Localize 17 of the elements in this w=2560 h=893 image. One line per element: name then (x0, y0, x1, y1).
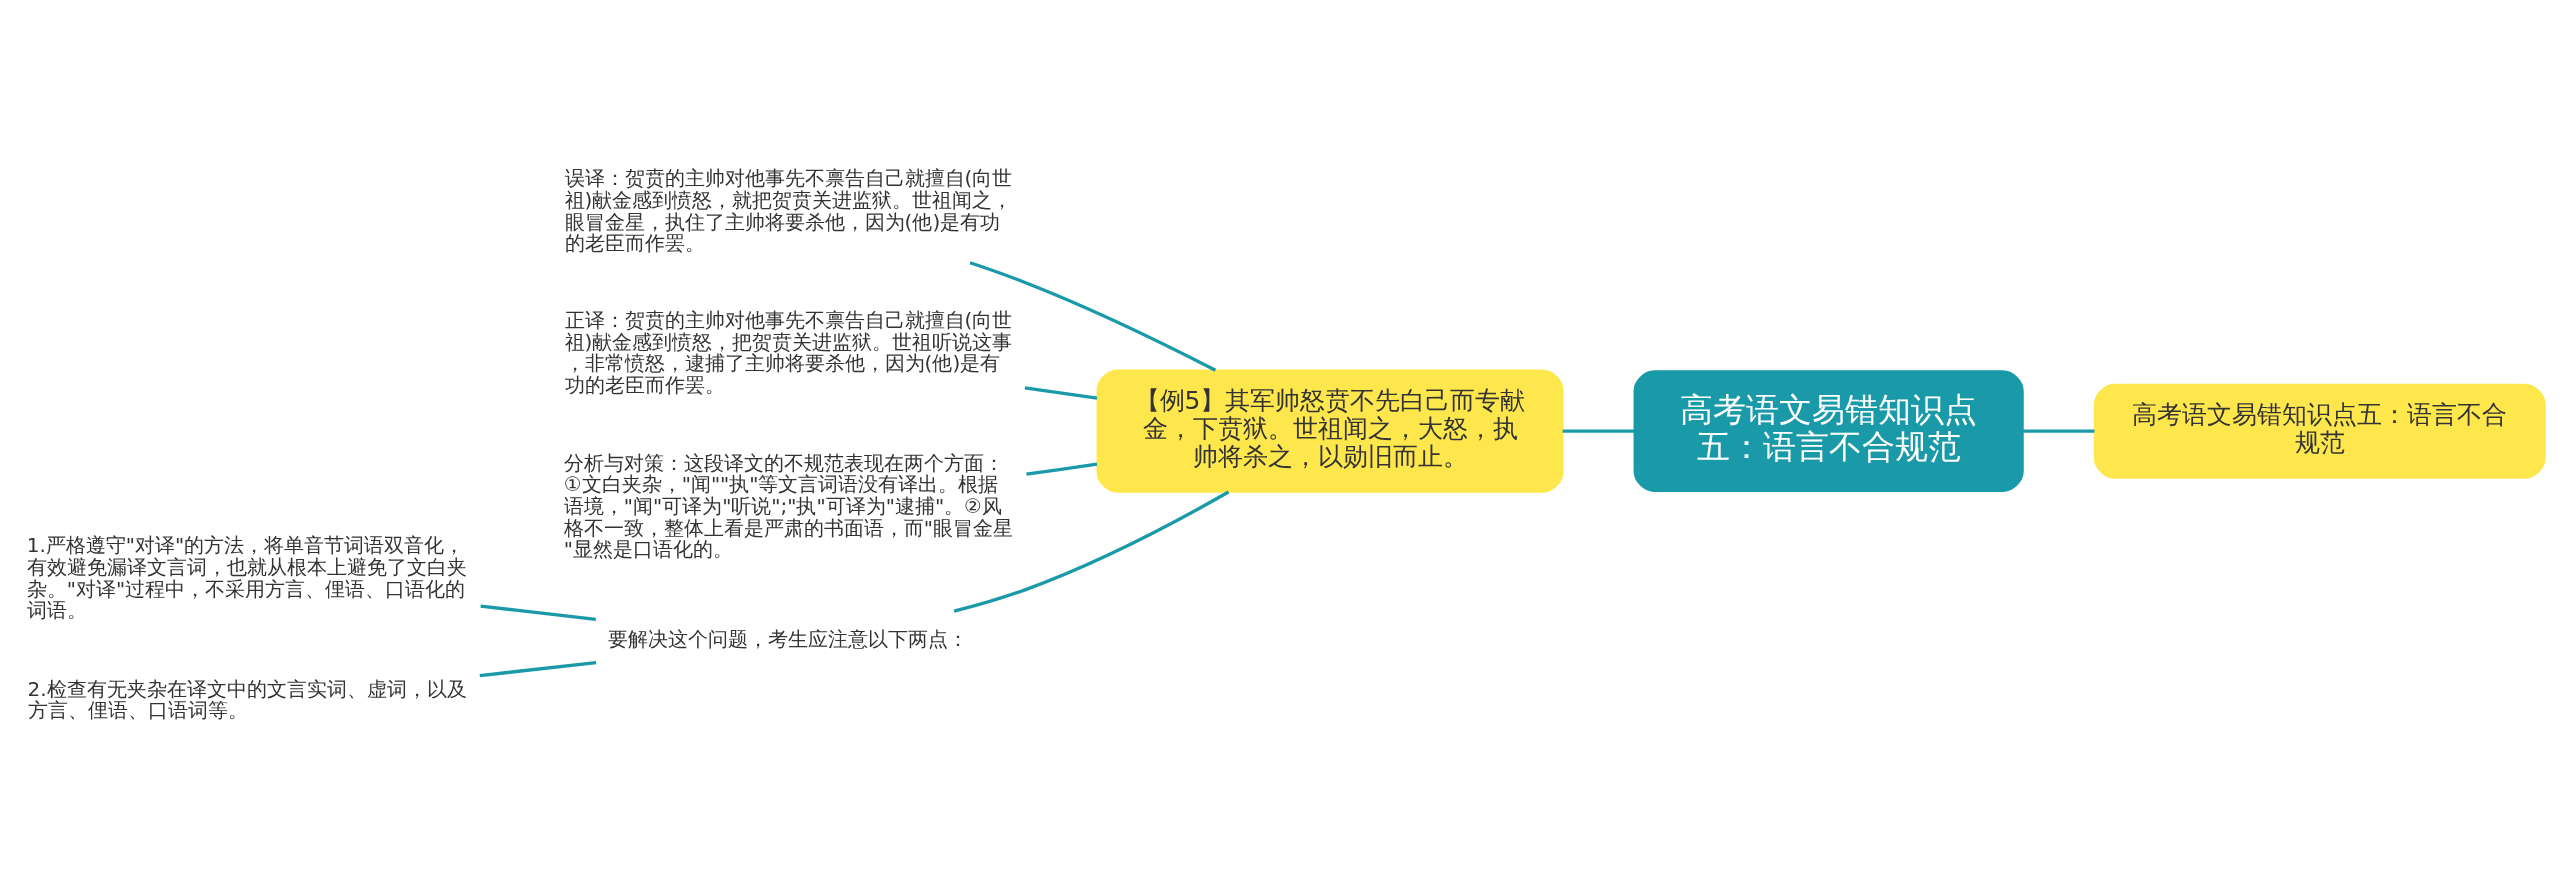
node-text: 2.检查有无夹杂在译文中的文言实词、虚词，以及方言、俚语、口语词等。 (27, 676, 467, 722)
node-text: 误译：贺贲的主帅对他事先不禀告自己就擅自(向世祖)献金感到愤怒，就把贺贲关进监狱。世祖闻之，眼冒金星，执住了主帅将要杀他，因为(他)是有功的老臣而作罢。 (564, 165, 1013, 255)
connector (1026, 462, 1098, 476)
connector (953, 490, 1230, 613)
connector (969, 260, 1217, 372)
connector (1024, 385, 1098, 400)
connector (479, 660, 597, 677)
connector (480, 603, 596, 621)
node-box: 高考语文易错知识点五：语言不合规范 (1633, 369, 2024, 492)
connector (2023, 429, 2095, 433)
node-text: 1.严格遵守"对译"的方法，将单音节词语双音化，有效避免漏译文言词，也就从根本上避免了文白夹杂。"对译"过程中，不采用方言、俚语、口语化的词语。 (26, 532, 467, 622)
node-text: 正译：贺贲的主帅对他事先不禀告自己就擅自(向世祖)献金感到愤怒，把贺贲关进监狱。世祖听说这事，非常愤怒，逮捕了主帅将要杀他，因为(他)是有功的老臣而作罢。 (564, 307, 1013, 397)
node-box: 高考语文易错知识点五：语言不合规范 (2093, 383, 2546, 479)
node-text: 要解决这个问题，考生应注意以下两点： (607, 626, 968, 651)
connector (1562, 429, 1635, 433)
node-text: 分析与对策：这段译文的不规范表现在两个方面：①文白夹杂，"闻""执"等文言词语没有译出。根据语境，"闻"可译为"听说";"执"可译为"逮捕"。②风格不一致，整体上看是严肃的书面语，而"眼冒金星"显然是口语化的。 (563, 450, 1013, 561)
node-box: 【例5】其军帅怒贲不先白己而专献金，下贲狱。世祖闻之，大怒，执帅将杀之，以勋旧而止。 (1096, 368, 1564, 493)
